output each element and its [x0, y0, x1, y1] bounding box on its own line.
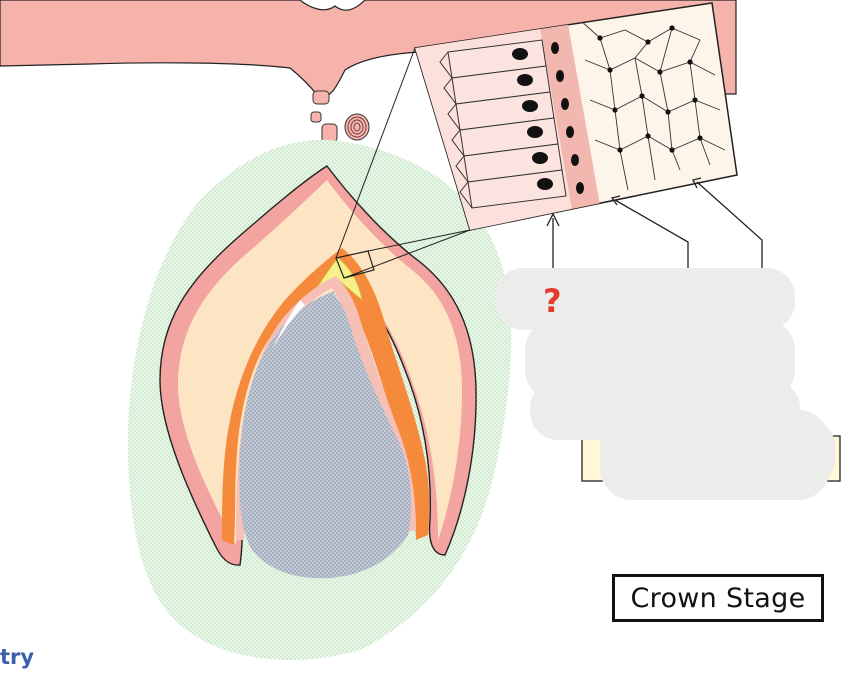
stage-label: Crown Stage [612, 574, 824, 622]
predentin [272, 300, 305, 350]
zoom-line [335, 47, 416, 259]
zoom-line [367, 229, 471, 252]
epithelial-remnant [321, 123, 338, 143]
epithelial-pearl [344, 113, 370, 141]
unknown-label-question-mark: ? [543, 282, 562, 320]
logo-text-fragment: try [0, 645, 35, 669]
epithelial-remnant [310, 111, 322, 123]
stellate-reticulum [178, 180, 462, 545]
zoom-line [343, 229, 471, 279]
epithelial-remnant [312, 90, 330, 105]
ameloblast-layer [222, 248, 430, 545]
dental-papilla [239, 292, 412, 579]
magnified-inset [414, 2, 738, 231]
magnified-region-outline [335, 250, 375, 279]
redacted-labels [495, 268, 835, 500]
oral-epithelium [0, 0, 737, 98]
